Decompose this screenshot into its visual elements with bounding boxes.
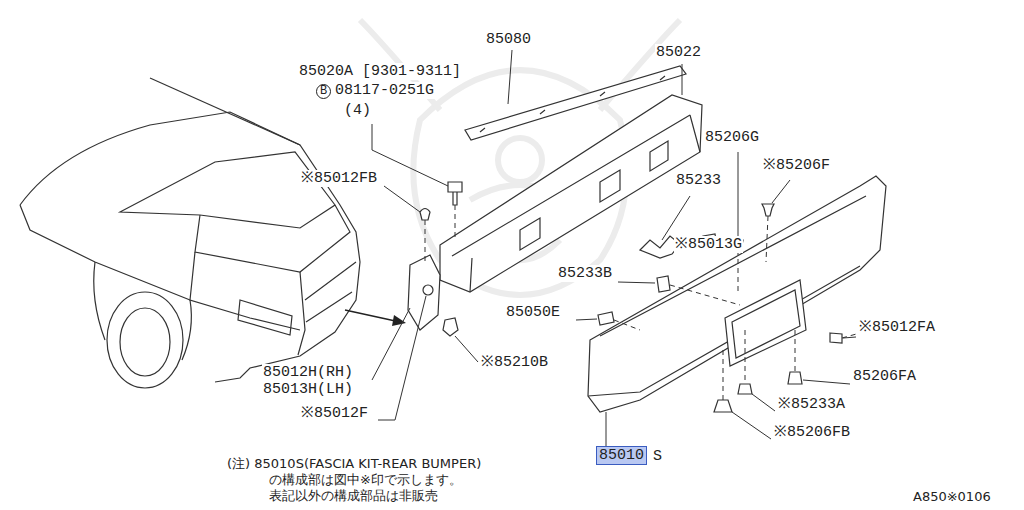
callout-number: 85012H(RH) xyxy=(262,364,354,381)
quantity: (4) xyxy=(343,102,372,119)
callout-number: ※85206F xyxy=(762,157,831,174)
assembly-lines xyxy=(425,205,860,400)
callout-number: 85020A [9301-9311] xyxy=(298,63,462,80)
callout-number: 85013H(LH) xyxy=(262,381,354,398)
callout-number: ※85210B xyxy=(480,354,549,371)
leader-lines xyxy=(372,50,856,446)
callout-number: ※85012FB xyxy=(300,170,378,187)
circled-letter: B xyxy=(316,84,331,99)
callout-number: ※85233A xyxy=(777,396,846,413)
callout-number: 85233 xyxy=(675,172,722,189)
note-text: 表記以外の構成部品は非販売 xyxy=(268,487,439,504)
callout-number: ※85012F xyxy=(300,405,369,422)
callout-number: ※85206FB xyxy=(773,424,851,441)
callout-number: 85206FA xyxy=(852,368,917,385)
callout-number: 85080 xyxy=(485,31,532,48)
part-number: 08117-0251G xyxy=(334,82,435,99)
note-text: の構成部は図中※印で示します。 xyxy=(268,471,463,488)
callout-number: 85022 xyxy=(655,44,702,61)
callout-number: 85233B xyxy=(557,265,613,282)
drawing-code: A850※0106 xyxy=(912,488,992,505)
car-outline xyxy=(20,78,360,388)
highlighted-callout: 85010 xyxy=(596,446,647,465)
callout-number: 85206G xyxy=(704,129,760,146)
callout-suffix: S xyxy=(652,448,663,465)
note-text: (注) 85010S(FASCIA KIT-REAR BUMPER) xyxy=(226,455,482,472)
callout-number: 85050E xyxy=(505,304,561,321)
bumper-parts xyxy=(408,66,886,412)
callout-number: ※85012FA xyxy=(858,319,936,336)
callout-number: ※85013G xyxy=(674,236,743,253)
direction-arrow xyxy=(345,310,406,326)
